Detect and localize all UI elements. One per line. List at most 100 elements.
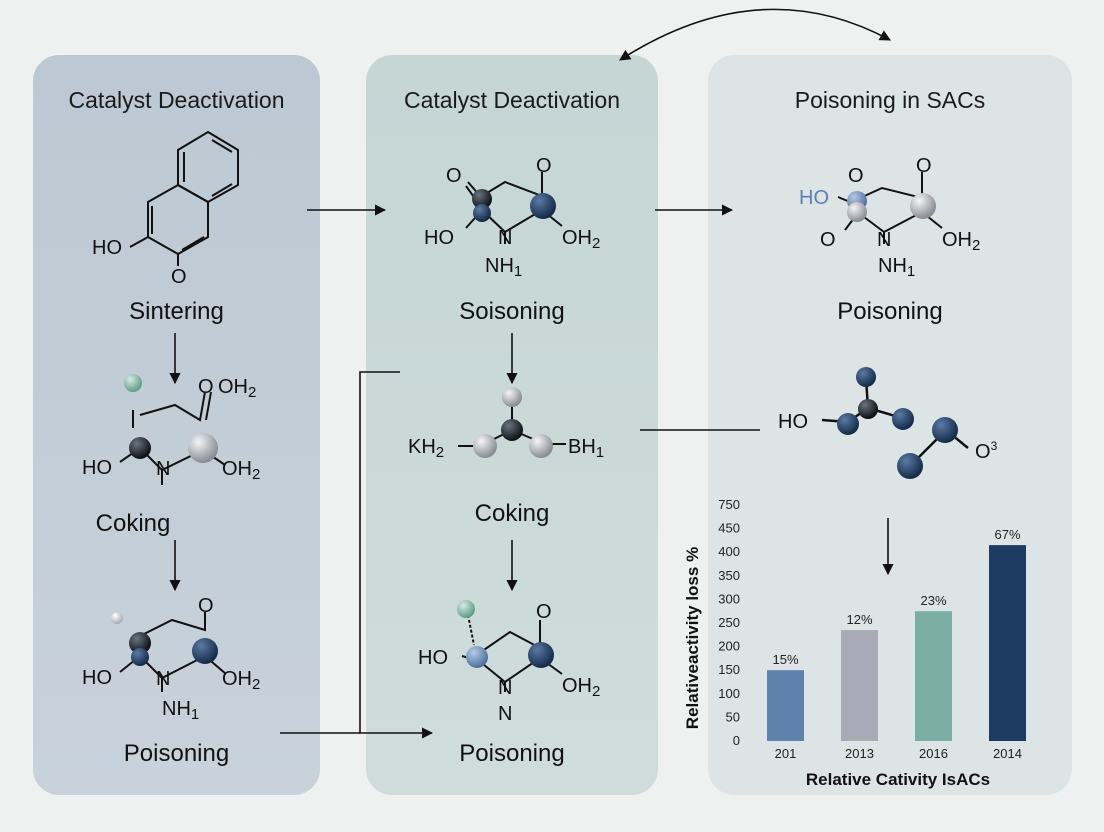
m6-o-left: O bbox=[848, 165, 864, 187]
atom-green bbox=[457, 600, 475, 618]
chart-ylabel: Relativeactivity loss % bbox=[683, 547, 702, 729]
y-tick-label: 50 bbox=[726, 709, 740, 724]
m4-kh2: KH2 bbox=[408, 436, 444, 461]
panel2-title: Catalyst Deactivation bbox=[403, 87, 621, 113]
m2-nh: NH1 bbox=[162, 698, 199, 723]
y-tick-label: 100 bbox=[718, 686, 740, 701]
m5-n-lower: N bbox=[498, 703, 512, 725]
atom-navy bbox=[932, 417, 958, 443]
m3-nh: NH1 bbox=[485, 255, 522, 280]
atom-navy bbox=[528, 642, 554, 668]
arrow-curved-top bbox=[619, 8, 891, 61]
m3-o-right: O bbox=[536, 155, 552, 177]
m6-o-right: O bbox=[916, 155, 932, 177]
m5-oh2: OH2 bbox=[562, 675, 600, 700]
label-coking-1: Coking bbox=[95, 510, 171, 537]
y-tick-label: 400 bbox=[718, 544, 740, 559]
atom-gray bbox=[910, 193, 936, 219]
m6-n: N bbox=[877, 229, 891, 251]
x-axis-ticks: 201 2013 2016 2014 bbox=[775, 746, 1022, 761]
atom-gray bbox=[188, 433, 218, 463]
label-coking-2: Coking bbox=[474, 500, 550, 527]
panel1-title: Catalyst Deactivation bbox=[68, 87, 285, 113]
m6-ho: HO bbox=[799, 187, 829, 209]
bar-2016 bbox=[915, 611, 952, 741]
bar-data-label: 15% bbox=[772, 652, 798, 667]
label-soisoning: Soisoning bbox=[459, 298, 565, 325]
m1-n: N bbox=[156, 458, 170, 480]
bar-data-label: 23% bbox=[920, 593, 946, 608]
m1-oh2-top: OH2 bbox=[218, 376, 256, 401]
atom-gray bbox=[847, 202, 867, 222]
m7-ho: HO bbox=[778, 411, 808, 433]
x-tick-label: 201 bbox=[775, 746, 797, 761]
m1-ho: HO bbox=[82, 457, 112, 479]
m3-oh2: OH2 bbox=[562, 227, 600, 252]
atom-navy bbox=[856, 367, 876, 387]
atom-navy bbox=[837, 413, 859, 435]
m1-oh2: OH2 bbox=[222, 458, 260, 483]
m6-nh: NH1 bbox=[878, 255, 915, 280]
y-tick-label: 300 bbox=[718, 591, 740, 606]
m6-oh2: OH2 bbox=[942, 229, 980, 254]
atom-dark bbox=[472, 189, 492, 209]
atom-dark bbox=[501, 419, 523, 441]
x-tick-label: 2016 bbox=[919, 746, 948, 761]
m3-n: N bbox=[498, 227, 512, 249]
x-tick-label: 2013 bbox=[845, 746, 874, 761]
atom-navy bbox=[131, 648, 149, 666]
chart-xlabel: Relative Cativity IsACs bbox=[806, 770, 990, 789]
atom-dark bbox=[129, 437, 151, 459]
atom-blue bbox=[466, 646, 488, 668]
naphthol-ho: HO bbox=[92, 237, 122, 259]
y-tick-label: 0 bbox=[733, 733, 740, 748]
atom-navy bbox=[897, 453, 923, 479]
m4-bh1: BH1 bbox=[568, 436, 604, 461]
molecule-naphthol bbox=[129, 130, 239, 266]
label-poisoning-1: Poisoning bbox=[123, 740, 230, 767]
atom-navy bbox=[473, 204, 491, 222]
y-tick-label: 350 bbox=[718, 568, 740, 583]
label-poisoning-2: Poisoning bbox=[459, 740, 565, 767]
y-tick-label: 200 bbox=[718, 639, 740, 654]
atom-navy bbox=[530, 193, 556, 219]
atom-dark bbox=[858, 399, 878, 419]
m3-o-left: O bbox=[446, 165, 462, 187]
m2-oh2: OH2 bbox=[222, 668, 260, 693]
bar-data-label: 12% bbox=[846, 612, 872, 627]
atom-gray bbox=[529, 434, 553, 458]
m5-n: N bbox=[498, 677, 512, 699]
bar-201 bbox=[767, 670, 804, 741]
m3-ho: HO bbox=[424, 227, 454, 249]
m2-ho: HO bbox=[82, 667, 112, 689]
panel3-title: Poisoning in SACs bbox=[794, 87, 986, 113]
naphthol-o: O bbox=[171, 266, 187, 288]
label-poisoning-3: Poisoning bbox=[837, 298, 943, 325]
atom-gray bbox=[502, 387, 522, 407]
m5-o: O bbox=[536, 601, 552, 623]
atom-dark bbox=[129, 632, 151, 654]
m1-o-top: O bbox=[198, 376, 214, 398]
bar-2014 bbox=[989, 545, 1026, 741]
m6-o-bottom: O bbox=[820, 229, 836, 251]
m2-n: N bbox=[156, 668, 170, 690]
atom-green bbox=[124, 374, 142, 392]
label-sintering: Sintering bbox=[129, 298, 224, 325]
y-tick-label: 250 bbox=[718, 615, 740, 630]
arrow-bracket-left bbox=[359, 371, 434, 739]
atom-gray bbox=[473, 434, 497, 458]
bar-2013 bbox=[841, 630, 878, 741]
m5-ho: HO bbox=[418, 647, 448, 669]
bar-data-label: 67% bbox=[994, 527, 1020, 542]
flow-arrows bbox=[169, 8, 894, 739]
m2-o: O bbox=[198, 595, 214, 617]
atom-navy bbox=[892, 408, 914, 430]
atom-white bbox=[111, 612, 123, 624]
y-tick-label: 750 bbox=[718, 497, 740, 512]
m7-o3: O3 bbox=[975, 439, 998, 463]
x-tick-label: 2014 bbox=[993, 746, 1022, 761]
y-tick-label: 150 bbox=[718, 662, 740, 677]
